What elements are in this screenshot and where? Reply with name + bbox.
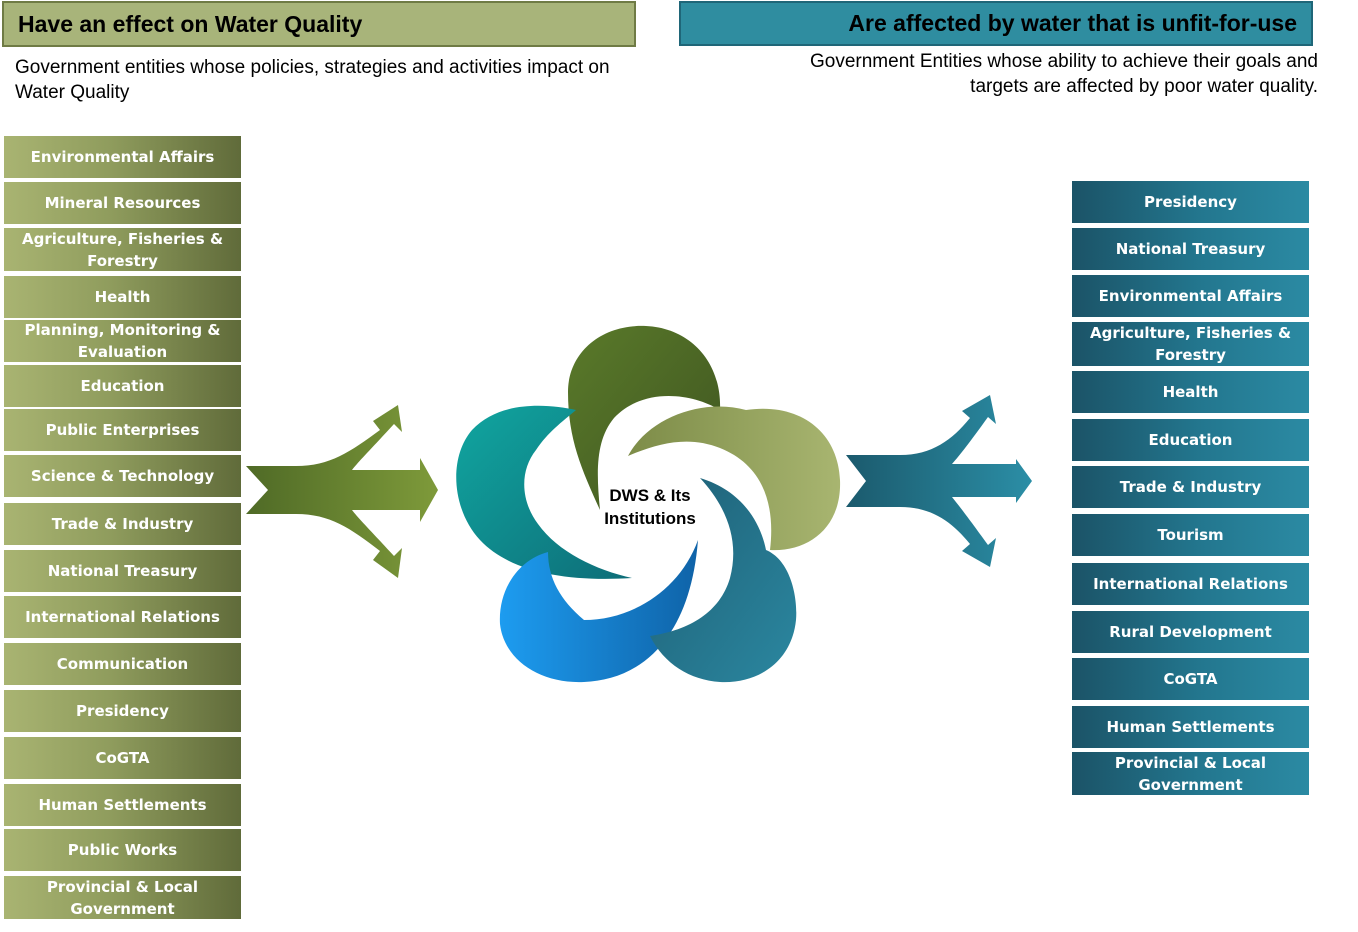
right-description: Government Entities whose ability to ach…	[810, 51, 1318, 97]
right-entity-item: Health	[1072, 371, 1309, 413]
left-entity-item: Provincial & Local Government	[4, 876, 241, 919]
left-entity-item: Mineral Resources	[4, 182, 241, 224]
center-label: DWS & Its Institutions	[604, 486, 696, 528]
right-entity-item: Environmental Affairs	[1072, 275, 1309, 317]
petal-olive	[628, 406, 841, 551]
left-entity-item: CoGTA	[4, 737, 241, 779]
left-entity-item: International Relations	[4, 596, 241, 638]
petal-blue	[499, 540, 698, 683]
center-swirl	[456, 325, 841, 683]
right-entity-item: Tourism	[1072, 514, 1309, 556]
right-entity-item: Human Settlements	[1072, 706, 1309, 748]
left-entity-item: Human Settlements	[4, 784, 241, 826]
right-header-text: Are affected by water that is unfit-for-…	[848, 10, 1297, 36]
right-entity-item: Education	[1072, 419, 1309, 461]
petal-petrol	[650, 478, 797, 683]
left-entity-item: Planning, Monitoring & Evaluation	[4, 320, 241, 362]
left-entity-item: Public Enterprises	[4, 409, 241, 451]
left-entity-item: Trade & Industry	[4, 503, 241, 545]
left-entity-item: Health	[4, 276, 241, 318]
right-entity-item: Rural Development	[1072, 611, 1309, 653]
left-entity-item: Agriculture, Fisheries & Forestry	[4, 228, 241, 271]
right-header: Are affected by water that is unfit-for-…	[679, 1, 1313, 46]
right-entity-item: International Relations	[1072, 563, 1309, 605]
right-entity-item: CoGTA	[1072, 658, 1309, 700]
left-entity-item: Environmental Affairs	[4, 136, 241, 178]
left-entity-item: Public Works	[4, 829, 241, 871]
left-converge-arrow	[246, 405, 438, 578]
right-entity-item: Agriculture, Fisheries & Forestry	[1072, 322, 1309, 366]
right-entity-item: Trade & Industry	[1072, 466, 1309, 508]
left-header: Have an effect on Water Quality	[2, 1, 636, 47]
right-entity-item: Presidency	[1072, 181, 1309, 223]
left-entity-item: National Treasury	[4, 550, 241, 592]
right-entity-item: Provincial & Local Government	[1072, 752, 1309, 795]
right-entity-item: National Treasury	[1072, 228, 1309, 270]
left-entity-item: Education	[4, 365, 241, 407]
petal-dark-green	[568, 325, 721, 510]
petal-teal	[456, 405, 632, 579]
left-entity-item: Communication	[4, 643, 241, 685]
left-entity-item: Presidency	[4, 690, 241, 732]
left-description: Government entities whose policies, stra…	[15, 57, 610, 103]
left-header-text: Have an effect on Water Quality	[18, 10, 363, 37]
left-entity-item: Science & Technology	[4, 455, 241, 497]
right-diverge-arrow	[846, 395, 1032, 567]
